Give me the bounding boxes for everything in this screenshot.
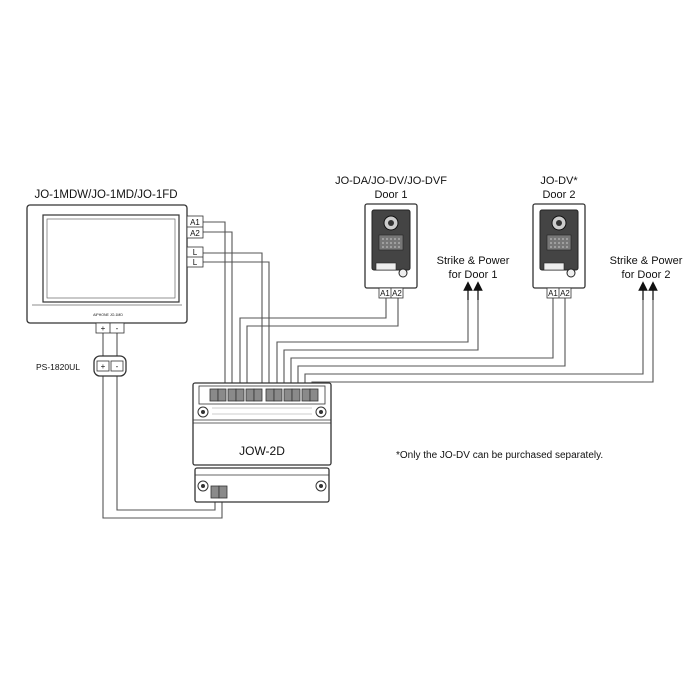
wiring (102, 221, 654, 519)
door1-terminal-a2: A2 (392, 289, 402, 298)
wire-door2-a2 (297, 298, 566, 383)
psu-label: PS-1820UL (36, 362, 80, 372)
wire-monitor-a2 (203, 231, 233, 383)
monitor-terminal-a2: A2 (190, 229, 200, 238)
wire-psu-adaptor-plus (102, 374, 223, 519)
door2-station: JO-DV* Door 2 A1 A2 Strike & Power for D… (532, 175, 683, 299)
door2-terminal-a2: A2 (560, 289, 570, 298)
wire-strike2-a (304, 290, 644, 383)
wire-monitor-l2 (203, 261, 270, 383)
adaptor-unit: JOW-2D (192, 382, 332, 503)
monitor-screen-inner (46, 218, 176, 299)
adaptor-lower-body (194, 467, 330, 503)
adaptor-power-terminal-plus (210, 485, 220, 499)
wire-strike1-a (276, 290, 469, 383)
wire-strike2-b (311, 290, 654, 383)
door2-strike-line1: Strike & Power (610, 255, 683, 267)
door2-call-button (566, 268, 576, 278)
psu-minus: - (116, 362, 119, 371)
wire-strike1-b (283, 290, 479, 383)
door1-model-label: JO-DA/JO-DV/JO-DVF (335, 175, 447, 187)
door1-name-label: Door 1 (374, 189, 407, 201)
monitor-power-plus: + (101, 324, 106, 333)
wire-door2-a1 (290, 298, 554, 383)
monitor-brand: AIPHONE JO-1MD (93, 313, 123, 317)
adaptor-power-terminal-minus (218, 485, 228, 499)
door2-name-label: Door 2 (542, 189, 575, 201)
wire-psu-adaptor-minus (116, 374, 216, 511)
door1-strike-line2: for Door 1 (449, 269, 498, 281)
monitor-terminal-a1: A1 (190, 218, 200, 227)
door1-nameplate (375, 262, 397, 271)
door2-terminal-a1: A1 (548, 289, 558, 298)
power-supply-unit: PS-1820UL + - (36, 355, 127, 377)
wire-monitor-a1 (203, 221, 226, 383)
adaptor-terminals (209, 388, 319, 402)
door2-strike-line2: for Door 2 (622, 269, 671, 281)
monitor-label: JO-1MDW/JO-1MD/JO-1FD (34, 189, 177, 201)
monitor-power-minus: - (116, 324, 119, 333)
strike-arrows (463, 281, 658, 300)
door1-station: JO-DA/JO-DV/JO-DVF Door 1 A1 A2 Strike &… (335, 175, 510, 299)
door1-call-button (398, 268, 408, 278)
footnote: *Only the JO-DV can be purchased separat… (396, 450, 603, 461)
door1-strike-line1: Strike & Power (437, 255, 510, 267)
monitor-terminal-l1: L (193, 248, 198, 257)
wire-door1-a2 (246, 298, 399, 383)
monitor-unit: JO-1MDW/JO-1MD/JO-1FD AIPHONE JO-1MD A1 … (26, 189, 204, 334)
wire-monitor-l1 (203, 252, 263, 383)
adaptor-label: JOW-2D (239, 444, 285, 458)
door1-terminal-a1: A1 (380, 289, 390, 298)
wire-door1-a1 (239, 298, 387, 383)
monitor-terminal-l2: L (193, 258, 198, 267)
psu-plus: + (101, 362, 106, 371)
door2-nameplate (543, 262, 565, 271)
door2-model-label: JO-DV* (540, 175, 578, 187)
